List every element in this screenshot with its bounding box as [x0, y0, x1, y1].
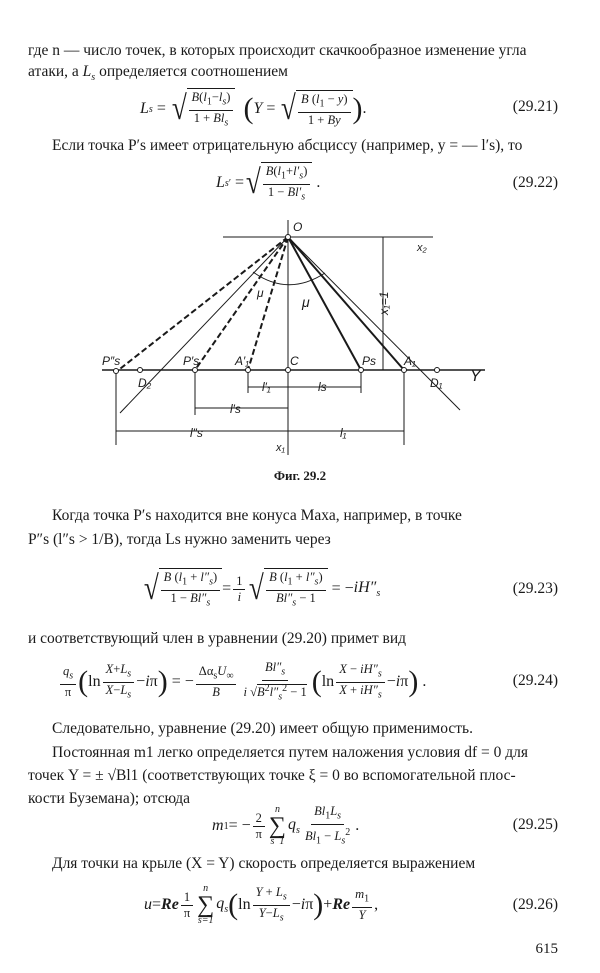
paragraph-6-line-2: точек Y = ± √Bl1 (соответствующих точке …: [28, 767, 516, 784]
paragraph-3-line-1: Когда точка P′s находится вне конуса Мах…: [52, 507, 462, 524]
paragraph-1-line-2: атаки, а Ls определяется соотношением: [28, 63, 288, 84]
paragraph-7: Для точки на крыле (X = Y) скорость опре…: [52, 855, 476, 872]
paragraph-4: и соответствующий член в уравнении (29.2…: [28, 630, 407, 647]
paragraph-5: Следовательно, уравнение (29.20) имеет о…: [52, 720, 473, 737]
equation-number: (29.26): [512, 896, 558, 913]
label-mu-right: μ: [301, 294, 310, 310]
label-ls-double-prime: l″s: [190, 426, 203, 440]
label-Y: Y: [470, 368, 482, 385]
paragraph-6-line-3: кости Буземана); отсюда: [28, 790, 191, 807]
equation-number: (29.21): [512, 98, 558, 115]
paragraph-6-line-1: Постоянная m1 легко определяется путем н…: [52, 744, 528, 761]
paragraph-1: где n — число точек, в которых происходи…: [28, 40, 558, 88]
label-x1: x₁: [275, 442, 286, 454]
label-x2: x₂: [416, 242, 428, 254]
figure-29-2-diagram: O x₂ x₁=1 μ μ P″s D₂ P′s A′₁ C Ps A₁ D₁ …: [102, 220, 485, 455]
paragraph-6: Постоянная m1 легко определяется путем н…: [28, 741, 558, 810]
label-l1: l₁: [340, 426, 347, 440]
label-C: C: [290, 354, 299, 368]
equation-number: (29.23): [512, 580, 558, 597]
figure-caption: Фиг. 29.2: [273, 468, 327, 483]
label-A1-prime: A′₁: [234, 354, 249, 368]
label-mu-left: μ: [256, 286, 264, 300]
label-Ps: Ps: [362, 354, 376, 368]
label-l1-prime: l′₁: [262, 380, 271, 394]
equation-number: (29.24): [512, 672, 558, 689]
paragraph-3-line-2: P″s (l″s > 1/B), тогда Ls нужно заменить…: [28, 531, 331, 548]
page-number: 615: [535, 941, 559, 957]
label-D1: D₁: [430, 376, 443, 390]
equation-number: (29.22): [512, 174, 558, 191]
label-A1: A₁: [403, 354, 416, 368]
label-x1-eq-1: x₁=1: [377, 292, 391, 316]
label-Ps-double-prime: P″s: [102, 354, 120, 368]
label-ls: ls: [318, 380, 327, 394]
label-Ps-prime: P′s: [183, 354, 199, 368]
label-D2: D₂: [138, 376, 152, 390]
equation-number: (29.25): [512, 816, 558, 833]
paragraph-1-line-1: где n — число точек, в которых происходи…: [28, 42, 527, 59]
paragraph-2: Если точка P′s имеет отрицательную абсци…: [52, 137, 523, 154]
label-ls-prime: l′s: [230, 402, 241, 416]
label-O: O: [293, 220, 302, 234]
paragraph-3: Когда точка P′s находится вне конуса Мах…: [28, 504, 558, 552]
